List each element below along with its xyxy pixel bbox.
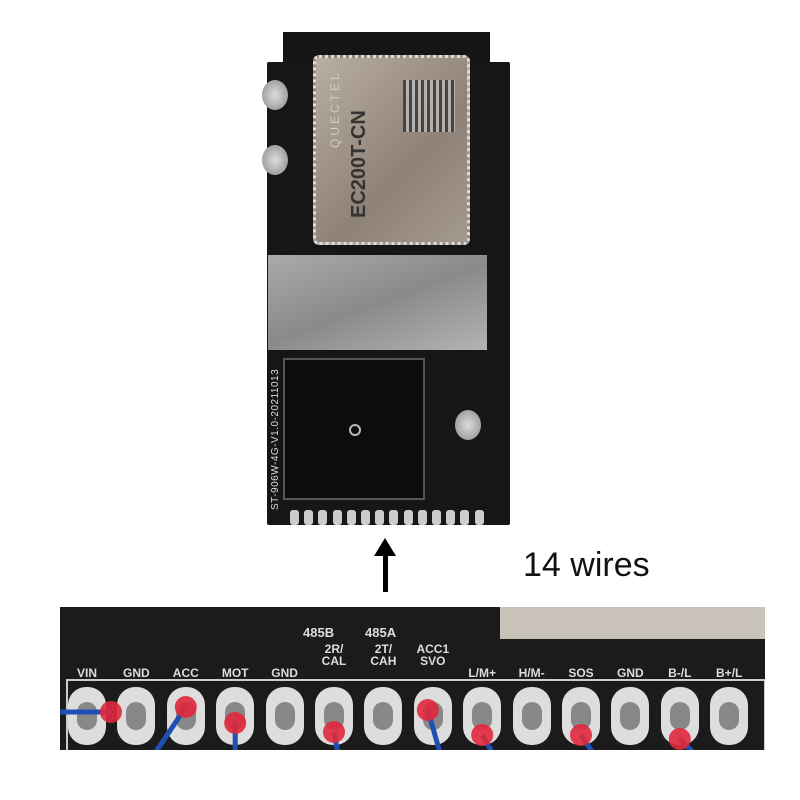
board-pin [375,510,385,525]
pin-label: GND [271,666,298,680]
terminal-pin [68,687,106,745]
wire [425,709,442,750]
shield-edge [500,607,765,639]
pin-label: GND [123,666,150,680]
wire-solder-dot [668,728,691,750]
pin-label: MOT [221,666,249,680]
wire-solder-dot [570,724,592,746]
wire-solder-dot [224,712,247,734]
terminal-pin [265,687,304,745]
wire [154,705,188,750]
wire-solder-dot [323,721,345,743]
wire-solder-dot [471,724,494,746]
pin-label: B+/L [716,666,743,680]
wires [60,696,695,750]
pin-label: H/M- [518,666,545,680]
board-pin [432,510,441,525]
board-pin [318,510,328,525]
wire [578,733,595,750]
board-pin [389,510,399,525]
pin-label: 2R/CAL [321,642,347,668]
antenna-pad [283,358,425,500]
arrow-shaft [383,552,388,592]
board-pin [346,510,356,525]
pin-label: GND [617,666,644,680]
terminal-pin [611,687,650,745]
qr-code [403,80,455,132]
board-pin [417,510,427,525]
wire-solder-dot [174,696,197,718]
board-pin [290,510,299,525]
board-pin [304,510,314,525]
wire [678,737,695,750]
capacitor [455,410,481,440]
label-485a: 485A [365,625,397,640]
connector-closeup: 485B 485A VIN GND ACC MOT GND 2R/CAL 2T/CAH ACC… [60,607,765,750]
rf-shield [268,255,487,350]
version-text: ST-906W-4G-V1.0-20211013 [270,368,281,510]
pin-label: SOS [568,666,594,680]
board-pin [403,510,413,525]
label-485b: 485B [303,625,335,640]
arrow-up-icon [374,538,396,556]
wire-solder-dot [416,699,439,721]
terminal-pin [364,687,403,745]
board-pin [446,510,456,525]
wire [480,733,494,750]
capacitor [262,145,288,175]
pin-label: 2T/CAH [370,642,397,668]
pin-label: B-/L [668,666,692,680]
wires-label: 14 wires [523,546,650,584]
capacitor [262,80,288,110]
pin-label: L/M+ [468,666,497,680]
terminal-pin [512,687,551,745]
wire-solder-dot [100,701,122,723]
terminal-pin [710,687,749,745]
wire [331,731,340,750]
board-pin [332,510,342,525]
module-brand: QUECTEL [328,70,342,148]
pin-label: ACC [172,666,199,680]
pin-label: VIN [76,666,97,680]
module-model: EC200T-CN [348,110,370,218]
board-pin [361,510,370,525]
terminal-pin [117,687,156,745]
board-pin [460,510,470,525]
board-pin [474,510,484,525]
